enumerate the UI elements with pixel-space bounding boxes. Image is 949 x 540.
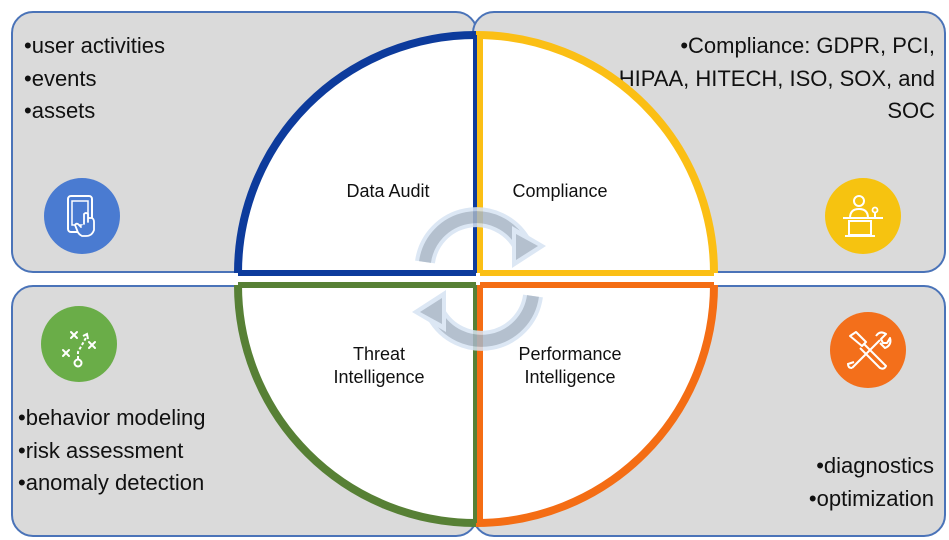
tablet-touch-icon <box>44 178 120 254</box>
bullet-item: •events <box>24 65 97 91</box>
quadrant-label-compliance: Compliance <box>512 181 608 201</box>
threat-intelligence-bullets: •behavior modeling •risk assessment •ano… <box>18 402 205 500</box>
bullet-item: •assets <box>24 98 96 124</box>
quadrant-threat-intelligence <box>234 284 477 527</box>
quadrant-compliance <box>475 31 718 274</box>
bullet-item: •behavior modeling <box>18 405 206 430</box>
presenter-podium-icon <box>825 178 901 254</box>
bullet-item: •risk assessment <box>18 437 184 463</box>
strategy-play-icon <box>41 306 117 382</box>
bullet-item: •optimization <box>808 485 934 511</box>
data-audit-bullets: •user activities •events •assets <box>24 30 165 128</box>
tools-icon <box>830 312 906 388</box>
bullet-item: •user activities <box>24 33 165 58</box>
bullet-item: •diagnostics <box>816 453 934 478</box>
bullet-item: •anomaly detection <box>18 470 205 496</box>
performance-intelligence-bullets: •diagnostics •optimization <box>809 450 934 515</box>
quadrant-label-data-audit: Data Audit <box>346 181 430 201</box>
compliance-bullet: •Compliance: GDPR, PCI, HIPAA, HITECH, I… <box>618 33 935 124</box>
